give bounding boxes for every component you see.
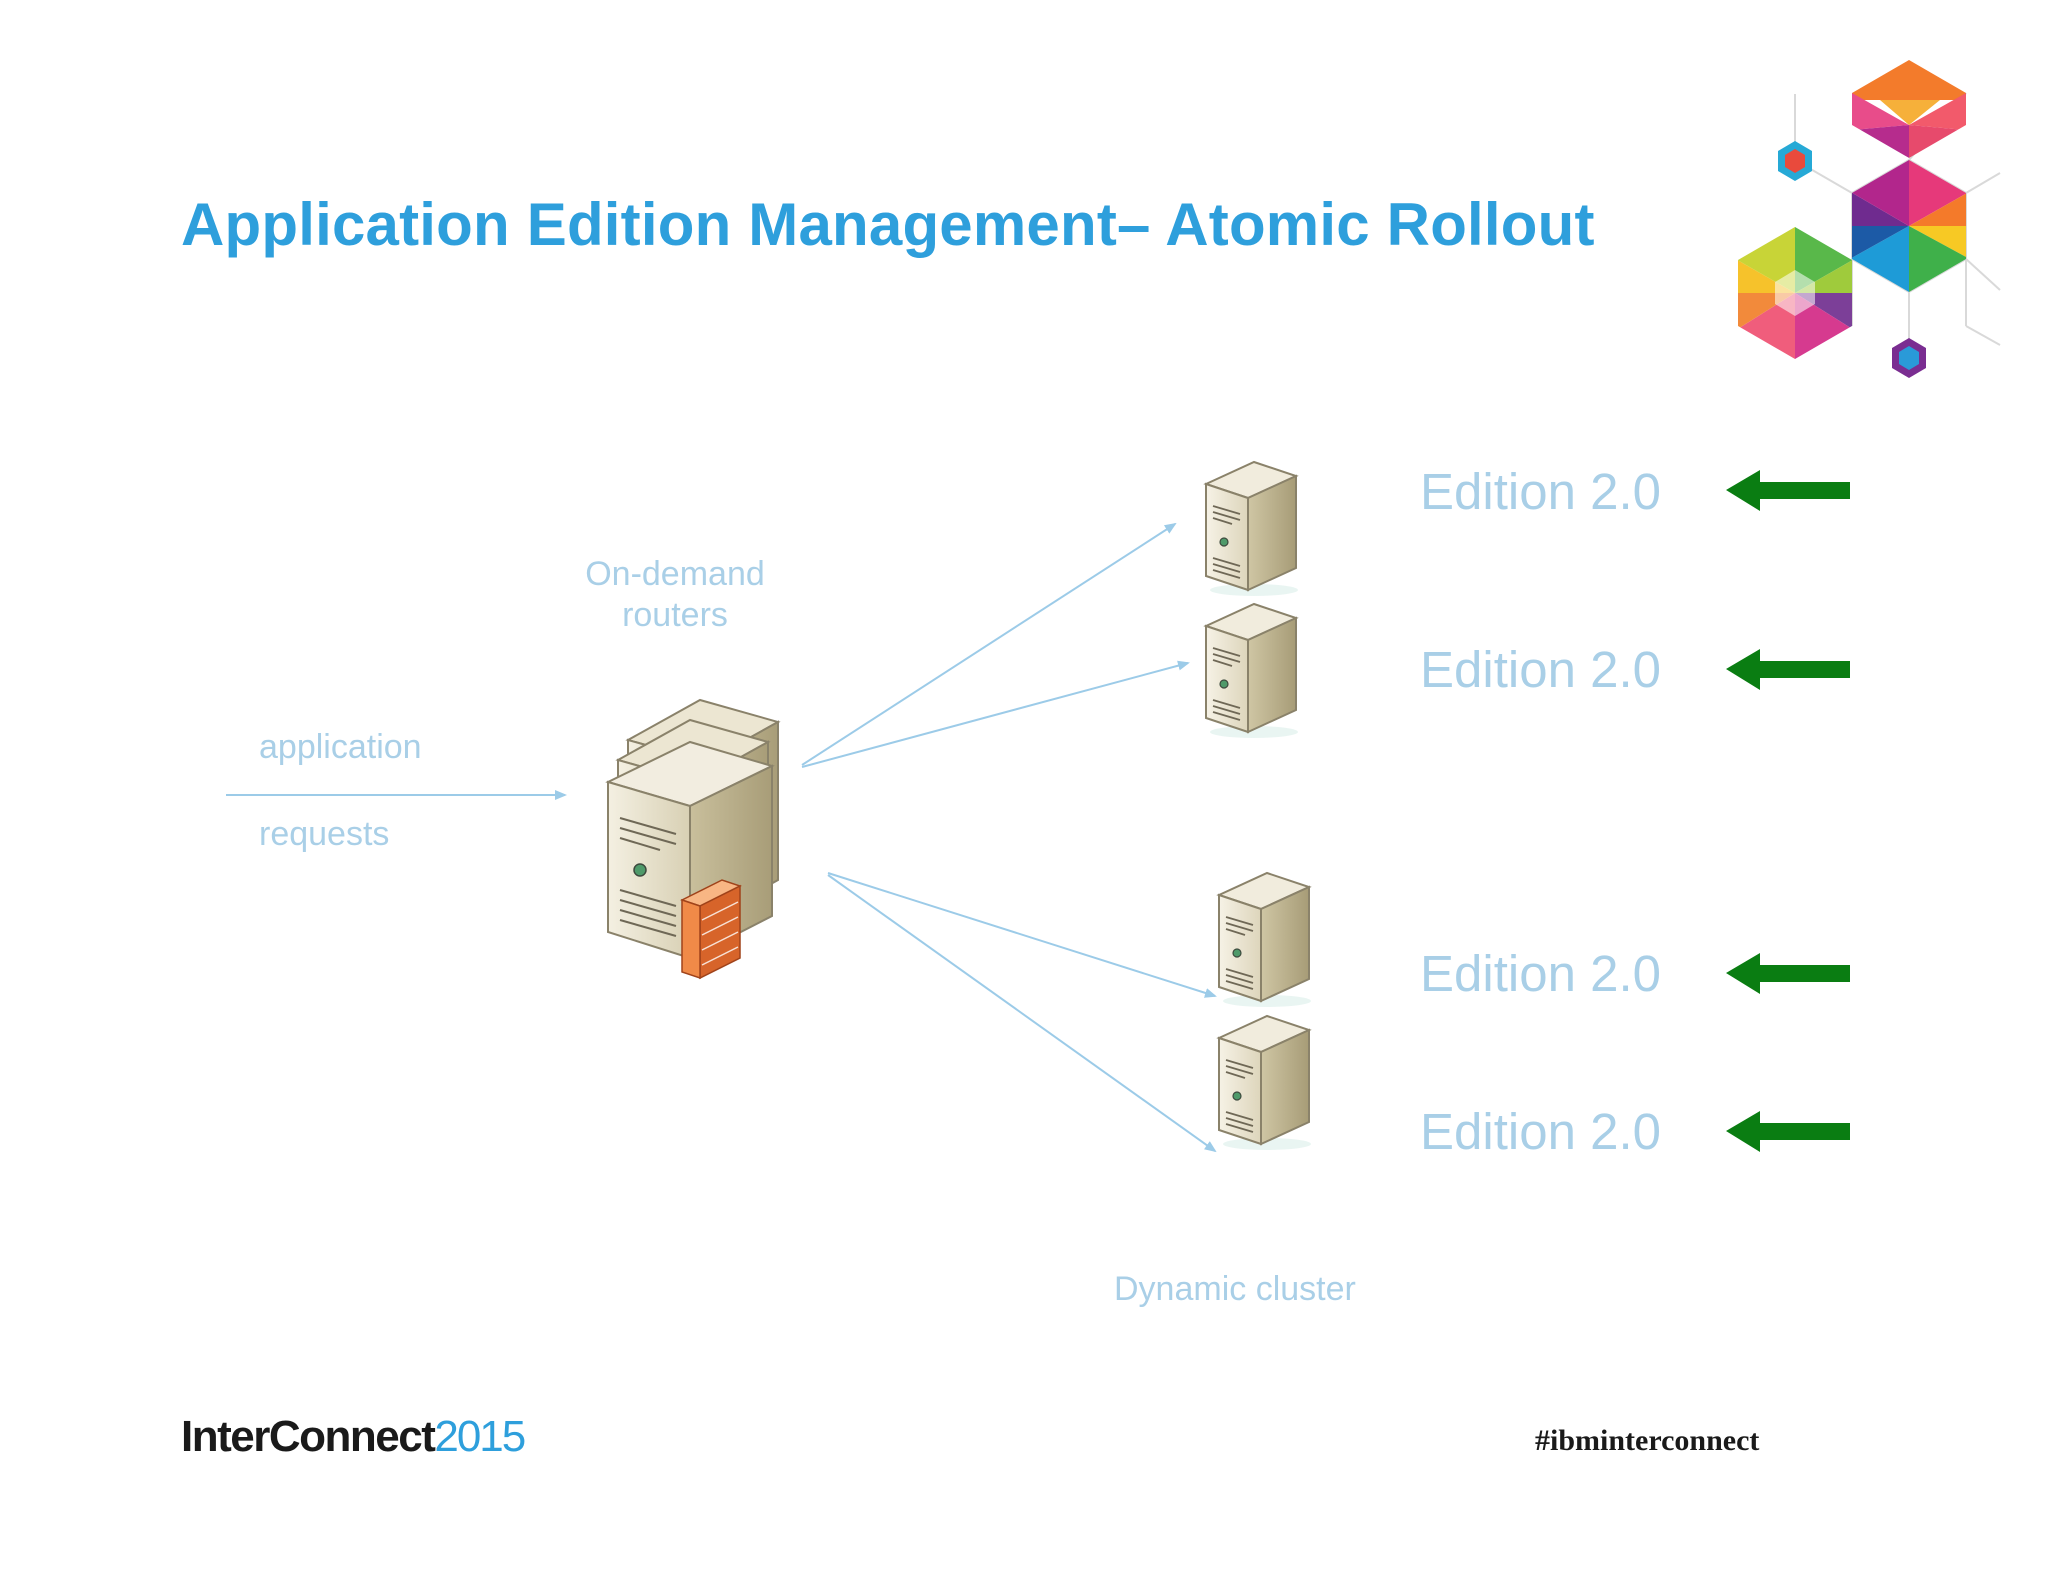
edition-label-3: Edition 2.0 (1420, 945, 1662, 1002)
cluster-label: Dynamic cluster (1114, 1270, 1356, 1308)
hashtag: #ibminterconnect (1535, 1424, 1760, 1457)
interconnect-logo: InterConnect2015 (181, 1412, 526, 1462)
route-line-3 (827, 872, 1217, 998)
green-arrow-icon-1 (1726, 470, 1850, 511)
edition-label-2: Edition 2.0 (1420, 641, 1662, 698)
route-line-4 (827, 874, 1217, 1153)
request-label-bottom: requests (259, 815, 390, 853)
route-line-2 (801, 660, 1190, 768)
green-arrow-icon-4 (1726, 1111, 1850, 1152)
green-arrow-icon-3 (1726, 953, 1850, 994)
router-label: On-demand routers (560, 555, 790, 635)
green-arrow-icon-2 (1726, 649, 1850, 690)
router-label-line1: On-demand (585, 555, 765, 593)
edition-label-4: Edition 2.0 (1420, 1103, 1662, 1160)
slide-title: Application Edition Management– Atomic R… (181, 191, 1595, 258)
brand-name: InterConnect (181, 1412, 436, 1461)
brand-year: 2015 (434, 1412, 526, 1461)
edition-label-1: Edition 2.0 (1420, 463, 1662, 520)
router-label-line2: routers (622, 596, 728, 634)
route-line-1 (801, 522, 1177, 766)
request-label-top: application (259, 728, 422, 766)
